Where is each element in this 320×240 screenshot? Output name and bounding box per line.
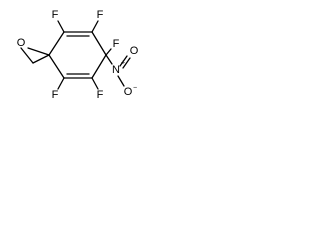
bond-c4-c5 xyxy=(91,54,107,79)
charge-nitrogen-positive: + xyxy=(121,60,125,67)
atom-label-fluorine-bottom-left: F xyxy=(52,89,59,101)
bond-nitrogen-oxygen-double-a xyxy=(119,55,128,67)
bond-oxygen-c1 xyxy=(27,47,50,56)
bond-c1-c2 xyxy=(48,31,65,56)
atom-label-nitro-oxygen-upper: O xyxy=(130,45,139,57)
charge-oxygen-negative: − xyxy=(133,85,137,92)
bond-c4-nitrogen xyxy=(105,54,113,65)
atom-label-fluorine-top-left: F xyxy=(52,9,59,21)
bond-c3-fluorine xyxy=(91,20,99,33)
bond-c4-fluorine xyxy=(105,48,112,56)
atom-label-nitro-oxygen-lower: O xyxy=(124,86,133,98)
atom-label-fluorine-top-right: F xyxy=(97,9,104,21)
bond-c6-fluorine xyxy=(57,77,65,90)
bond-c3-c4 xyxy=(91,31,107,56)
bond-epoxide-carbon-oxygen xyxy=(20,47,34,64)
bond-c1-epoxide-carbon xyxy=(32,54,50,64)
bond-c2-fluorine xyxy=(57,20,65,33)
bond-c6-c1 xyxy=(48,54,65,79)
atom-label-fluorine-quaternary: F xyxy=(113,38,120,50)
atom-label-oxygen-epoxide: O xyxy=(17,37,26,49)
structural-formula: O F F F F F N + O O − xyxy=(17,9,139,101)
bond-nitrogen-oxygen-double-b xyxy=(122,57,131,69)
bond-c5-fluorine xyxy=(91,77,99,90)
bond-nitrogen-oxygen-single xyxy=(117,75,125,87)
atom-label-nitro-nitrogen: N xyxy=(112,64,120,76)
atom-label-fluorine-bottom-right: F xyxy=(97,89,104,101)
